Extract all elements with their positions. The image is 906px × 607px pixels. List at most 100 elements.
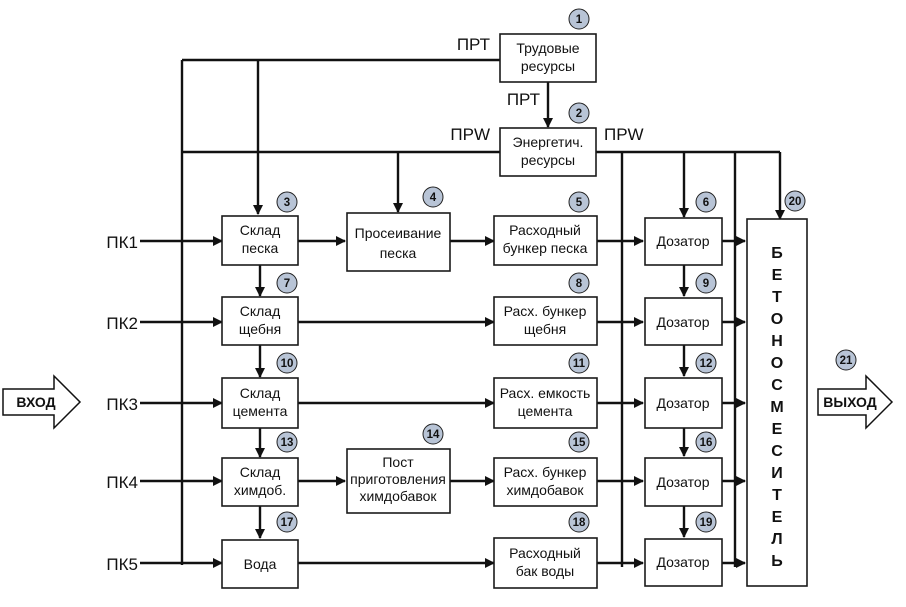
chem-prep-label-3: химдобавок [359, 488, 437, 504]
mixer-letter: Е [772, 421, 783, 438]
output-label: ВЫХОД [823, 394, 876, 410]
badge-circle [568, 272, 590, 294]
blocks [221, 33, 808, 589]
block-sand-bin [493, 215, 598, 266]
mixer-letters: Б Е Т О Н О С М Е С И Т Е Л Ь [770, 245, 783, 570]
sieving-label-2: песка [380, 245, 417, 261]
badge-number: 6 [703, 197, 709, 209]
prt-mid-label: ПРТ [507, 90, 540, 109]
badge-number: 10 [281, 358, 294, 370]
mixer-letter: Т [772, 487, 782, 504]
badge-circle [568, 431, 590, 453]
block-dosing-19 [644, 538, 723, 587]
dosing-12-label: Дозатор [657, 395, 710, 411]
badge-number: 12 [700, 358, 713, 370]
badge-circle [568, 511, 590, 533]
dosing-19-label: Дозатор [657, 554, 710, 570]
chem-prep-label-2: приготовления [350, 471, 446, 487]
prw-left-label: ПРW [450, 125, 490, 144]
badge-circle [276, 191, 298, 213]
gravel-bin-label-2: щебня [524, 321, 566, 337]
mixer-letter: Н [771, 333, 783, 350]
prw-right-label: ПРW [604, 125, 644, 144]
badge-circle [835, 349, 857, 371]
block-cement-bin [493, 377, 598, 429]
block-dosing-16 [644, 457, 723, 507]
badge-number: 5 [576, 197, 583, 209]
badge-number: 19 [700, 517, 713, 529]
input-label: ВХОД [16, 394, 55, 410]
block-chem-bin [493, 457, 598, 507]
gravel-store-label-2: щебня [239, 321, 281, 337]
mixer-letter: Е [772, 509, 783, 526]
water-label: Вода [244, 556, 277, 572]
block-sand-store [221, 215, 299, 266]
mixer-letter: Е [772, 267, 783, 284]
mixer-letter: Т [772, 289, 782, 306]
badge-circle [568, 102, 590, 124]
gravel-bin-label-1: Расх. бункер [504, 303, 587, 319]
sand-store-label-1: Склад [240, 222, 281, 238]
chem-prep-label-1: Пост [382, 454, 414, 470]
pk1-label: ПК1 [106, 233, 138, 252]
badge-circle [695, 511, 717, 533]
badge-number: 21 [840, 355, 853, 367]
prt-top-label: ПРТ [457, 35, 490, 54]
mixer-letter: Ь [771, 553, 783, 570]
badge-circle [568, 8, 590, 30]
badge-circle [784, 190, 806, 212]
mixer-letter: О [771, 355, 783, 372]
block-chem-prep [346, 448, 451, 514]
block-water [221, 539, 299, 589]
mixer-letter: Б [771, 245, 783, 262]
badge-circle [568, 352, 590, 374]
block-dosing-6 [644, 217, 723, 266]
badge-number: 2 [576, 108, 582, 120]
block-dosing-9 [644, 297, 723, 346]
badge-number: 14 [427, 429, 440, 441]
block-labels: Трудовые ресурсы Энергетич. ресурсы Скла… [233, 40, 710, 579]
mixer-letter: С [771, 377, 783, 394]
block-gravel-store [221, 296, 299, 346]
badge-circle [276, 272, 298, 294]
badge-circle [695, 272, 717, 294]
chem-bin-label-1: Расх. бункер [504, 464, 587, 480]
pk5-label: ПК5 [106, 555, 138, 574]
labour-label-1: Трудовые [516, 40, 579, 56]
badge-circle [276, 352, 298, 374]
badge-circle [276, 431, 298, 453]
block-energy [499, 127, 597, 177]
chem-store-label-2: химдоб. [234, 482, 286, 498]
dosing-9-label: Дозатор [657, 314, 710, 330]
badge-number: 7 [284, 278, 290, 290]
cement-bin-label-2: цемента [518, 403, 573, 419]
badge-circle [695, 352, 717, 374]
water-tank-label-2: бак воды [516, 563, 575, 579]
badge-number: 3 [284, 197, 290, 209]
block-gravel-bin [493, 296, 598, 346]
gravel-store-label-1: Склад [240, 303, 281, 319]
pk2-label: ПК2 [106, 314, 138, 333]
badge-number: 20 [789, 196, 802, 208]
energy-label-2: ресурсы [521, 152, 575, 168]
badge-circle [422, 423, 444, 445]
block-labour [499, 33, 597, 83]
mixer-letter: Л [771, 531, 782, 548]
badge-number: 15 [573, 437, 586, 449]
sand-bin-label-2: бункер песка [503, 240, 588, 256]
block-mixer [746, 218, 808, 587]
badge-number: 16 [700, 437, 713, 449]
chem-store-label-1: Склад [240, 464, 281, 480]
sand-store-label-2: песка [242, 240, 279, 256]
io-arrows: ВХОД ВЫХОД [2, 374, 894, 430]
input-arrow-shape [2, 374, 82, 430]
mixer-letter: М [770, 399, 783, 416]
side-labels: ПРТ ПРТ ПРW ПРW ПК1 ПК2 ПК3 ПК4 ПК5 [106, 35, 643, 574]
chem-bin-label-2: химдобавок [506, 482, 584, 498]
output-arrow-shape [817, 374, 894, 430]
cement-bin-label-1: Расх. емкость [500, 385, 591, 401]
dosing-6-label: Дозатор [657, 233, 710, 249]
badge-circle [568, 191, 590, 213]
